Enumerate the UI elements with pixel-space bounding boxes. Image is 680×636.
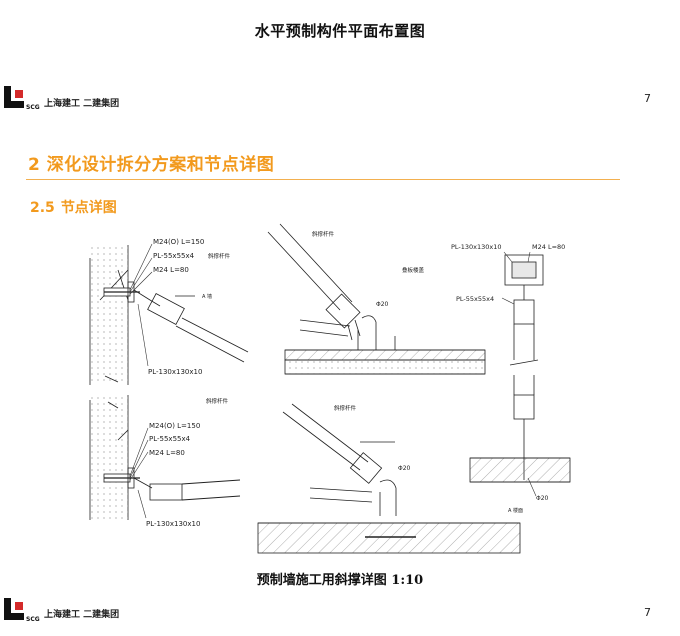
detail-bottom-middle [257,403,521,554]
document-title: 水平预制构件平面布置图 [254,22,426,40]
label-tm-rebar: Φ20 [376,301,389,308]
label-tm-floor-plate: 叠板楼盖 [402,266,425,274]
label-bl-plate-large: PL-130x130x10 [146,520,200,528]
detail-top-middle [267,223,486,375]
detail-top-left [89,245,249,385]
label-bl-brace: 斜撑杆件 [206,397,229,405]
label-tm-brace: 斜撑杆件 [312,230,335,238]
label-r-rebar: Φ20 [536,495,549,502]
section-divider [26,179,620,180]
label-bl-bolt: M24(O) L=150 [149,422,200,430]
company-logo: SCG [4,86,44,112]
label-r-floor: A 楼面 [508,507,523,514]
footer-company-logo: SCG [4,598,44,624]
label-bm-rebar: Φ20 [398,465,411,472]
footer-logo-text: SCG [26,616,40,623]
label-tl-bolt: M24(O) L=150 [153,238,204,246]
label-tl-bolt-short: M24 L=80 [153,266,189,274]
label-bl-bolt-short: M24 L=80 [149,449,185,457]
header-page-number: 7 [644,92,651,105]
section-heading: 2 深化设计拆分方案和节点详图 [28,155,275,175]
footer-page-number: 7 [644,606,651,619]
label-tl-plate-large: PL-130x130x10 [148,368,202,376]
label-r-bolt-short: M24 L=80 [532,243,565,251]
label-r-plate-large: PL-130x130x10 [451,243,502,251]
header-company-name: 上海建工 二建集团 [44,99,120,109]
detail-right-leaders [501,251,537,497]
label-bm-brace: 斜撑杆件 [334,404,357,412]
subsection-heading: 2.5 节点详图 [30,197,117,217]
logo-text: SCG [26,104,40,111]
footer-company-name: 上海建工 二建集团 [44,610,120,620]
subsection-number: 2.5 [30,200,55,216]
detail-bottom-left [89,395,241,520]
label-tl-wall: A 墙 [202,293,212,300]
subsection-title: 节点详图 [60,200,117,216]
label-tl-brace: 斜撑杆件 [208,252,231,260]
detail-bottom-left-leaders [129,427,149,519]
label-bl-plate-small: PL-55x55x4 [149,435,191,443]
detail-right [469,254,571,483]
label-r-plate-small: PL-55x55x4 [456,295,494,303]
detail-top-left-leaders [129,243,153,367]
figure-caption: 预制墙施工用斜撑详图 1:10 [256,573,424,588]
brace-detail-drawing: M24(O) L=150 PL-55x55x4 M24 L=80 斜撑杆件 A … [89,223,571,554]
label-tl-plate-small: PL-55x55x4 [153,252,195,260]
